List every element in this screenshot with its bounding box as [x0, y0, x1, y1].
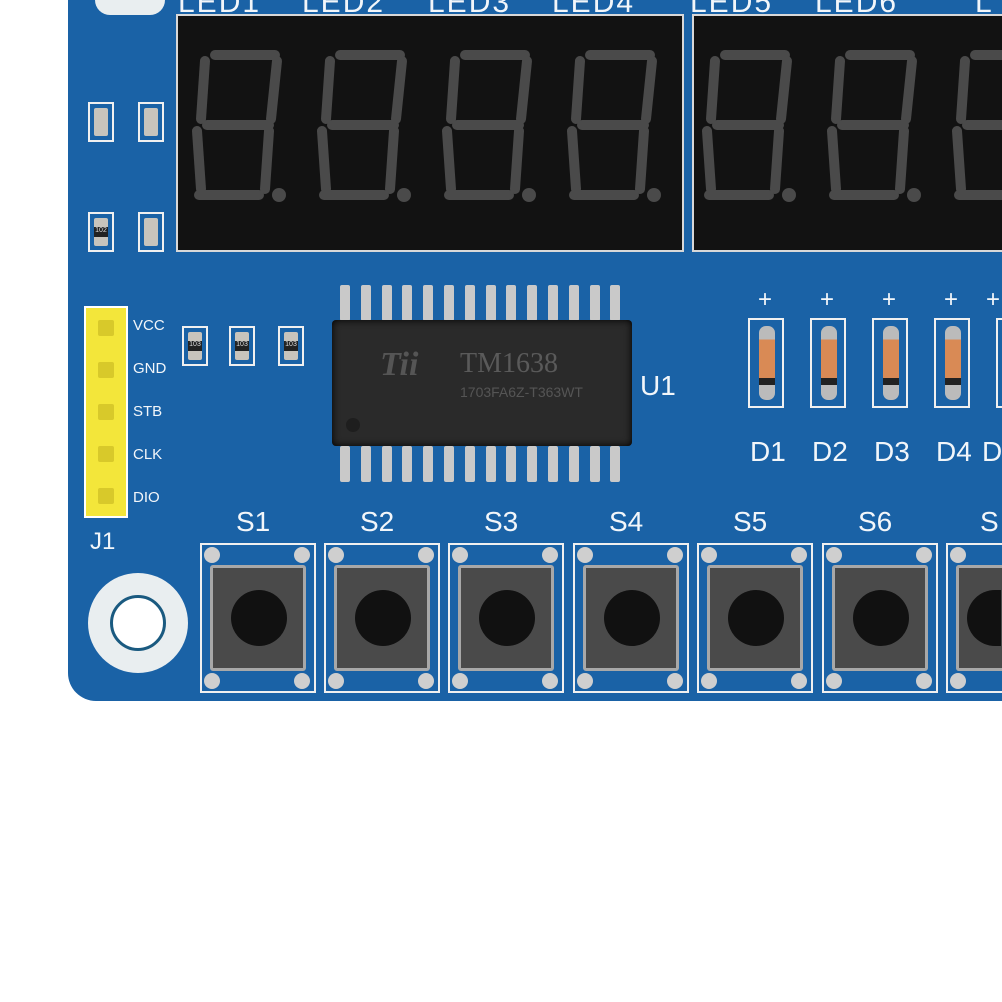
chip-pin [610, 285, 621, 321]
chip-pin [568, 285, 579, 321]
tactile-button[interactable] [946, 543, 1002, 693]
chip-pin [340, 446, 350, 482]
resistor: 103 [278, 326, 304, 366]
tm1638-chip: Tii TM1638 1703FA6Z-T363WT [332, 320, 632, 446]
button-label: S1 [236, 506, 271, 537]
diode-label: D [982, 436, 1002, 467]
tactile-button[interactable] [448, 543, 564, 693]
pin-label-stb: STB [133, 403, 163, 420]
pin-label-gnd: GND [133, 360, 167, 377]
chip-pin [340, 285, 350, 321]
resistor: 103 [182, 326, 208, 366]
smd-component [88, 102, 114, 142]
chip-pin [423, 285, 434, 321]
chip-pin [464, 285, 475, 321]
button-cap[interactable] [355, 590, 411, 646]
chip-pin [360, 446, 371, 482]
diode [934, 318, 970, 408]
resistor: 103 [229, 326, 255, 366]
chip-pin [402, 285, 413, 321]
chip-pin [548, 285, 558, 321]
resistor-code: 102 [94, 227, 108, 237]
button-cap[interactable] [853, 590, 909, 646]
chip-pin [485, 446, 496, 482]
digit [192, 50, 286, 202]
diode-label: D2 [812, 436, 848, 467]
button-label: S3 [484, 506, 519, 537]
resistor-code: 103 [188, 341, 202, 351]
resistor-code: 103 [235, 341, 249, 351]
chip-pin [381, 446, 392, 482]
polarity-plus: + [944, 286, 959, 313]
mounting-hole-top [95, 0, 165, 15]
tactile-button[interactable] [324, 543, 440, 693]
pin-header-j1 [84, 306, 128, 518]
smd-component [138, 102, 164, 142]
digit [952, 50, 1002, 200]
smd-component [138, 212, 164, 252]
digit [317, 50, 411, 202]
chip-pin [444, 446, 454, 482]
mounting-hole-bottom [88, 573, 188, 673]
digit [442, 50, 536, 202]
diode-label: D1 [750, 436, 786, 467]
button-label: S2 [360, 506, 395, 537]
chip-pin [589, 285, 600, 321]
diode [748, 318, 784, 408]
polarity-plus: + [758, 286, 773, 313]
chip-pin [527, 446, 538, 482]
button-label: S4 [609, 506, 644, 537]
chip-pin [610, 446, 621, 482]
chip-pin [506, 446, 517, 482]
chip-pin [444, 285, 454, 321]
button-cap[interactable] [479, 590, 535, 646]
chip-pin [589, 446, 600, 482]
chip-pin [464, 446, 475, 482]
chip-part-number: TM1638 [460, 348, 558, 379]
digit [567, 50, 661, 202]
tactile-button[interactable] [573, 543, 689, 693]
chip-pin [548, 446, 558, 482]
chip-pin [485, 285, 496, 321]
button-cap[interactable] [967, 590, 1001, 646]
chip-logo: Tii [380, 346, 419, 383]
diode-label: D3 [874, 436, 910, 467]
button-cap[interactable] [231, 590, 287, 646]
chip-pin [360, 285, 371, 321]
chip-pin [402, 446, 413, 482]
polarity-plus: + [820, 286, 835, 313]
pin-label-vcc: VCC [133, 317, 165, 334]
chip-designator: U1 [640, 370, 676, 401]
diode [996, 318, 1002, 408]
pin-label-clk: CLK [133, 446, 163, 463]
pin-label-dio: DIO [133, 489, 160, 506]
header-designator: J1 [90, 528, 116, 555]
diode [872, 318, 908, 408]
tactile-button[interactable] [697, 543, 813, 693]
polarity-plus: + [986, 286, 1001, 313]
digit [827, 50, 921, 202]
digit [702, 50, 796, 202]
diode-label: D4 [936, 436, 972, 467]
tactile-button[interactable] [200, 543, 316, 693]
chip-lot-code: 1703FA6Z-T363WT [460, 384, 583, 400]
diode [810, 318, 846, 408]
button-label: S6 [858, 506, 893, 537]
button-label: S [980, 506, 999, 537]
button-cap[interactable] [728, 590, 784, 646]
chip-pin [506, 285, 517, 321]
button-label: S5 [733, 506, 768, 537]
chip-pin [527, 285, 538, 321]
chip-pin [423, 446, 434, 482]
button-cap[interactable] [604, 590, 660, 646]
digit-segments [192, 50, 1002, 202]
resistor: 102 [88, 212, 114, 252]
tactile-button[interactable] [822, 543, 938, 693]
chip-pin [568, 446, 579, 482]
pin1-dot [346, 418, 360, 432]
chip-pin [381, 285, 392, 321]
polarity-plus: + [882, 286, 897, 313]
resistor-code: 103 [284, 341, 298, 351]
